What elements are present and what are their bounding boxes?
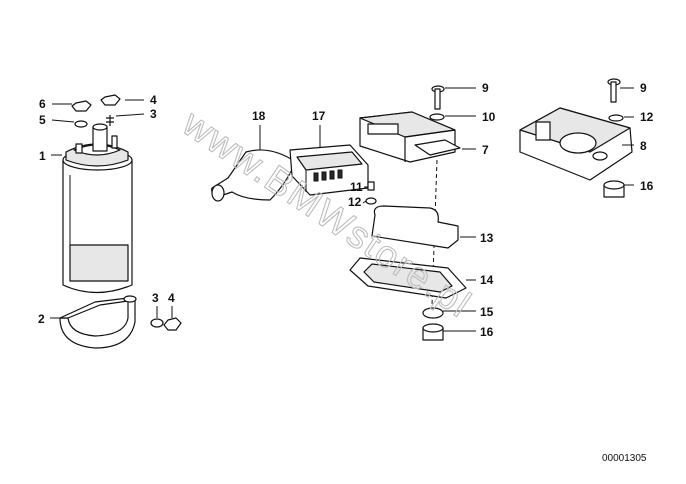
callout-1: 1 (39, 149, 46, 163)
callout-16b: 16 (640, 179, 654, 193)
callout-12b: 12 (640, 110, 654, 124)
connector (289, 144, 369, 196)
leader-lines (50, 87, 634, 332)
callout-12a: 12 (348, 195, 362, 209)
coil-bracket (59, 295, 137, 349)
callout-4a: 4 (150, 93, 157, 107)
callout-4b: 4 (168, 291, 175, 305)
callout-17: 17 (312, 109, 326, 123)
callout-5: 5 (39, 113, 46, 127)
callout-labels: 1 2 3 4 5 6 3 4 18 17 9 10 7 11 12 13 14… (38, 81, 654, 339)
callout-18: 18 (252, 109, 266, 123)
callout-2: 2 (38, 312, 45, 326)
callout-7: 7 (482, 143, 489, 157)
washer-16-right (603, 180, 625, 198)
callout-14: 14 (480, 273, 494, 287)
screw-9-washer-10 (429, 85, 445, 121)
ignition-control-unit (359, 111, 461, 163)
gasket (349, 257, 467, 299)
callout-15: 15 (480, 305, 494, 319)
callout-9a: 9 (482, 81, 489, 95)
callout-3a: 3 (150, 107, 157, 121)
image-code: 00001305 (602, 453, 647, 464)
ignition-coil (62, 123, 133, 294)
callout-8: 8 (640, 139, 647, 153)
washers-15-16 (422, 307, 444, 341)
callout-16a: 16 (480, 325, 494, 339)
hardware-3-4-6-5 (71, 94, 182, 331)
callout-11: 11 (350, 180, 363, 194)
callout-9b: 9 (640, 81, 647, 95)
insulating-plate (371, 205, 459, 249)
callout-13: 13 (480, 231, 494, 245)
distributor-unit (519, 107, 633, 181)
screw-9-washer-12 (607, 78, 624, 122)
callout-10: 10 (482, 110, 496, 124)
rubber-boot (211, 149, 297, 202)
callout-6: 6 (39, 97, 46, 111)
hardware-11-12 (365, 181, 377, 205)
callout-3b: 3 (152, 291, 159, 305)
